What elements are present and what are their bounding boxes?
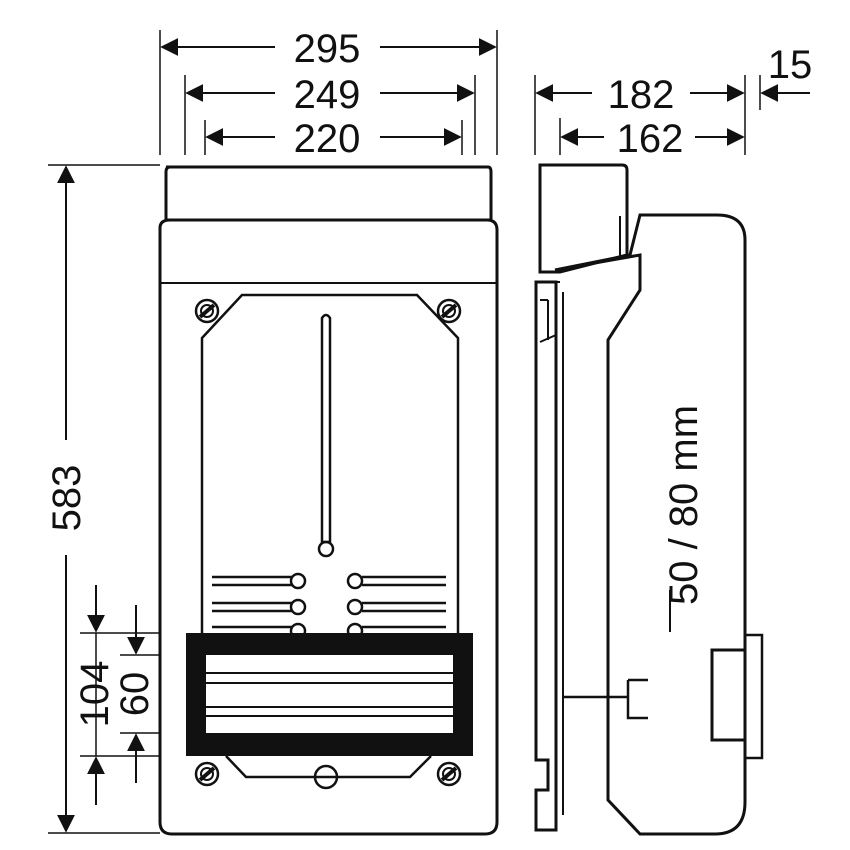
side-back-wall [534,280,558,832]
screw-icon [436,761,462,787]
dim-width-middle: 249 [294,73,361,117]
front-top-cap [164,165,493,222]
dim-din-rail-height: 104 [73,661,117,728]
side-dimensions: 182 162 15 [534,43,813,161]
dim-width-inner: 220 [294,117,361,161]
side-mounting-note: 50 / 80 mm [662,405,706,605]
side-main-body [554,213,747,836]
dim-side-depth-inner: 162 [617,117,684,161]
dim-width-outer: 295 [294,27,361,71]
front-view [158,165,499,836]
screw-icon [194,298,220,324]
dim-side-depth: 182 [608,73,675,117]
dim-din-window-height: 60 [113,672,157,717]
side-top-cap [538,163,629,274]
dim-height: 583 [45,465,89,532]
din-rail-window [186,633,473,756]
screw-icon [436,298,462,324]
front-width-dimensions: 295 249 220 [159,27,498,161]
dim-side-offset: 15 [768,43,813,87]
height-dimension: 583 [45,164,160,834]
side-view: 50 / 80 mm [534,163,764,836]
screw-icon [194,761,220,787]
